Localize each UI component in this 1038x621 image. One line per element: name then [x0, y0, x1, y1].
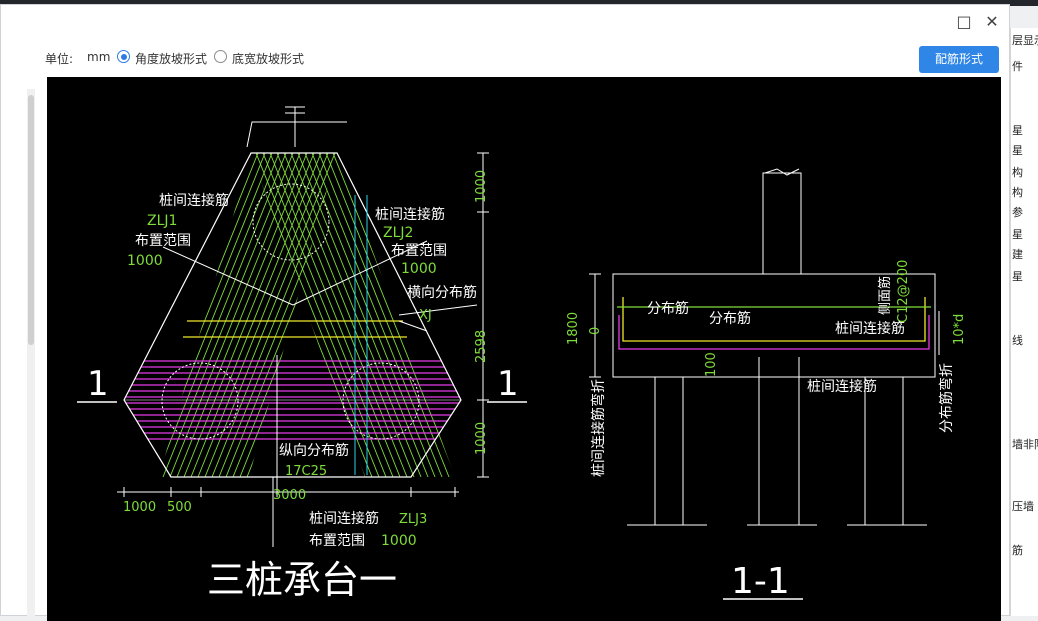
side-bar-value: C12@200: [896, 260, 911, 323]
close-icon[interactable]: ✕: [985, 12, 999, 31]
drawing-canvas: 1 1 桩间连接筋 ZLJ1 布置范围 1000 桩间连接筋 ZLJ2 布置范围…: [47, 77, 1001, 621]
angle-slope-label[interactable]: 角度放坡形式: [135, 52, 208, 66]
dimension-lines: [117, 152, 489, 497]
column-stub: [246, 106, 347, 148]
strip-right-hatch: [251, 153, 455, 477]
unit-label: 单位:: [45, 52, 74, 66]
longitudinal-dist-value: 17C25: [285, 464, 327, 479]
section-top-bars: [622, 297, 926, 342]
bottom-strip-rebar: [124, 360, 461, 440]
zlj1-code: ZLJ1: [147, 213, 177, 229]
right-panel-item[interactable]: 参: [1012, 206, 1023, 219]
right-panel-item[interactable]: 建: [1012, 248, 1023, 261]
longitudinal-dist-label: 纵向分布筋: [279, 442, 349, 459]
right-panel-item[interactable]: 线: [1012, 334, 1023, 347]
section-title: 1-1: [731, 561, 790, 602]
dim-bottom-2: 500: [167, 500, 192, 515]
side-bar-label: 侧面筋: [877, 276, 893, 315]
left-scrollbar-track[interactable]: [27, 89, 35, 621]
cyan-guides: [354, 195, 368, 475]
section-bottom-bars: [618, 315, 930, 350]
rebar-drawing: 1 1 桩间连接筋 ZLJ1 布置范围 1000 桩间连接筋 ZLJ2 布置范围…: [77, 106, 967, 602]
right-panel-item[interactable]: 层显示: [1012, 34, 1038, 47]
right-panel-item[interactable]: 筋: [1012, 544, 1023, 557]
dim-right-3: 1000: [474, 422, 489, 455]
zlj3-label: 桩间连接筋: [309, 510, 379, 527]
dim-bottom-1: 1000: [123, 500, 156, 515]
zlj1-value: 1000: [127, 253, 163, 269]
section-mark-left: 1: [87, 364, 109, 404]
right-panel-item[interactable]: 件: [1012, 60, 1023, 73]
width-slope-radio[interactable]: [214, 50, 227, 63]
right-panel-item[interactable]: 星: [1012, 144, 1023, 157]
left-scrollbar-thumb[interactable]: [28, 95, 34, 345]
dim-1800: 1800: [566, 312, 581, 345]
background-app-strip: [0, 0, 1038, 6]
zlj2-label: 桩间连接筋: [375, 206, 445, 223]
dim-100: 100: [704, 352, 719, 377]
zlj3-range: 布置范围: [309, 532, 365, 549]
rebar-config-dialog: □ ✕ 单位: mm 角度放坡形式 底宽放坡形式 配筋形式: [0, 4, 1010, 621]
unit-value: mm: [87, 50, 111, 64]
zlj3-code: ZLJ3: [399, 512, 427, 527]
right-panel-item[interactable]: 星: [1012, 124, 1023, 137]
dim-right-2: 2598: [474, 330, 489, 363]
zlj1-label: 桩间连接筋: [159, 192, 229, 209]
rebar-form-button[interactable]: 配筋形式: [919, 46, 999, 73]
right-panel-item[interactable]: 星: [1012, 270, 1023, 283]
right-panel-item[interactable]: 构: [1012, 186, 1023, 199]
dim-10d: 10*d: [952, 314, 967, 345]
section-pile-link-bottom: 桩间连接筋: [807, 378, 877, 395]
section-dist-label-1: 分布筋: [647, 300, 689, 317]
right-panel-item[interactable]: 星: [1012, 228, 1023, 241]
maximize-icon[interactable]: □: [956, 12, 972, 31]
section-dist-label-2: 分布筋: [709, 310, 751, 327]
dim-bottom-3: 3000: [273, 488, 306, 503]
right-panel-item[interactable]: 构: [1012, 166, 1023, 179]
pile-link-bend-label: 桩间连接筋弯折: [590, 379, 607, 477]
zlj2-code: ZLJ2: [383, 225, 413, 241]
section-concrete: [589, 168, 940, 526]
plan-texts: 1 1 桩间连接筋 ZLJ1 布置范围 1000 桩间连接筋 ZLJ2 布置范围…: [87, 170, 519, 602]
right-panel-item[interactable]: 墙非阴: [1012, 438, 1038, 451]
dialog-titlebar[interactable]: □ ✕: [1, 5, 1009, 39]
piles: [161, 183, 420, 440]
zlj1-range: 布置范围: [135, 232, 191, 249]
zlj3-value: 1000: [381, 533, 417, 549]
width-slope-label[interactable]: 底宽放坡形式: [232, 52, 305, 66]
zlj2-value: 1000: [401, 261, 437, 277]
section-texts: 1800 0 100 分布筋 分布筋 侧面筋 C12@200 桩间连接筋 桩间连…: [566, 260, 967, 602]
dim-right-1: 1000: [474, 170, 489, 203]
xj-label: XJ: [419, 308, 432, 323]
zlj2-range: 布置范围: [391, 242, 447, 259]
right-panel-item[interactable]: 压墙: [1012, 500, 1034, 513]
background-right-panel: [1010, 28, 1038, 616]
dist-bend-label: 分布筋弯折: [938, 363, 955, 433]
dim-0: 0: [588, 327, 603, 335]
plan-title: 三桩承台一: [207, 558, 397, 602]
leaders: [162, 240, 478, 547]
section-mark-right: 1: [497, 364, 519, 404]
dialog-toolbar: 单位: mm 角度放坡形式 底宽放坡形式 配筋形式: [1, 41, 1009, 73]
section-pile-link-label: 桩间连接筋: [835, 320, 905, 337]
horizontal-dist-label: 横向分布筋: [407, 284, 477, 301]
angle-slope-radio[interactable]: [117, 50, 130, 63]
